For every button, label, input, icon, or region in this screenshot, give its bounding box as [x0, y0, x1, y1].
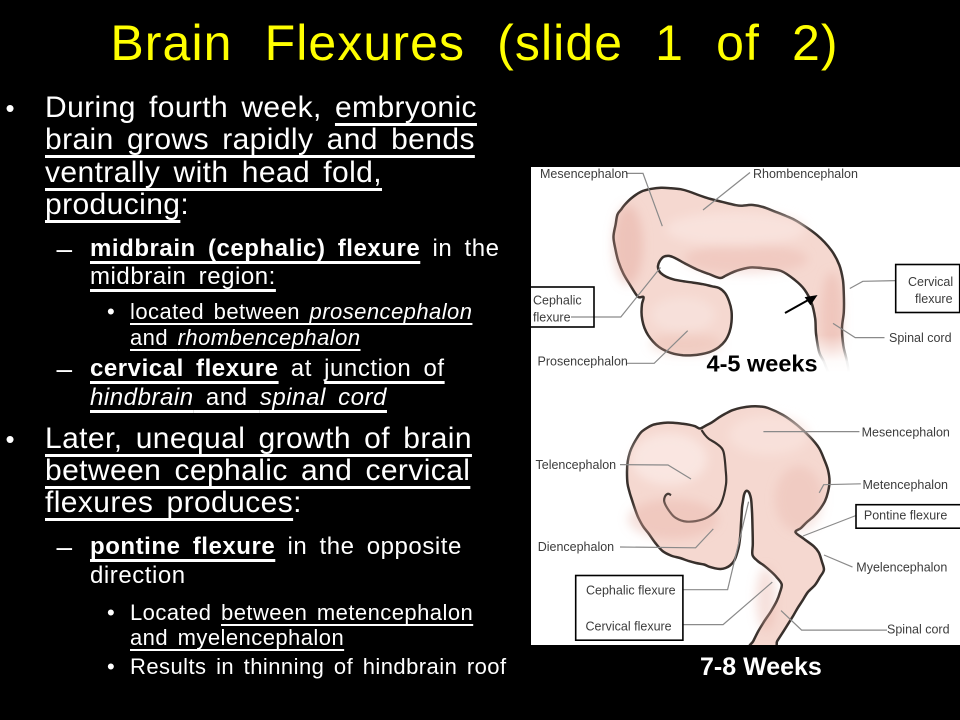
- svg-text:Metencephalon: Metencephalon: [863, 478, 949, 492]
- svg-text:Cervical flexure: Cervical flexure: [586, 619, 672, 633]
- svg-text:flexure: flexure: [533, 311, 571, 325]
- svg-text:Spinal cord: Spinal cord: [887, 623, 950, 637]
- svg-text:Myelencephalon: Myelencephalon: [856, 561, 947, 575]
- svg-text:4-5 weeks: 4-5 weeks: [707, 350, 818, 376]
- svg-text:flexure: flexure: [915, 292, 953, 306]
- svg-text:Cervical: Cervical: [908, 275, 953, 289]
- svg-text:Cephalic flexure: Cephalic flexure: [586, 584, 676, 598]
- svg-text:Mesencephalon: Mesencephalon: [540, 167, 628, 181]
- svg-text:Spinal cord: Spinal cord: [889, 331, 952, 345]
- svg-text:Mesencephalon: Mesencephalon: [862, 426, 950, 440]
- svg-text:Telencephalon: Telencephalon: [536, 458, 617, 472]
- svg-text:Pontine flexure: Pontine flexure: [864, 509, 947, 523]
- svg-text:Rhombencephalon: Rhombencephalon: [753, 167, 858, 181]
- svg-text:Diencephalon: Diencephalon: [538, 540, 614, 554]
- svg-text:Prosencephalon: Prosencephalon: [538, 355, 628, 369]
- svg-text:Cephalic: Cephalic: [533, 294, 582, 308]
